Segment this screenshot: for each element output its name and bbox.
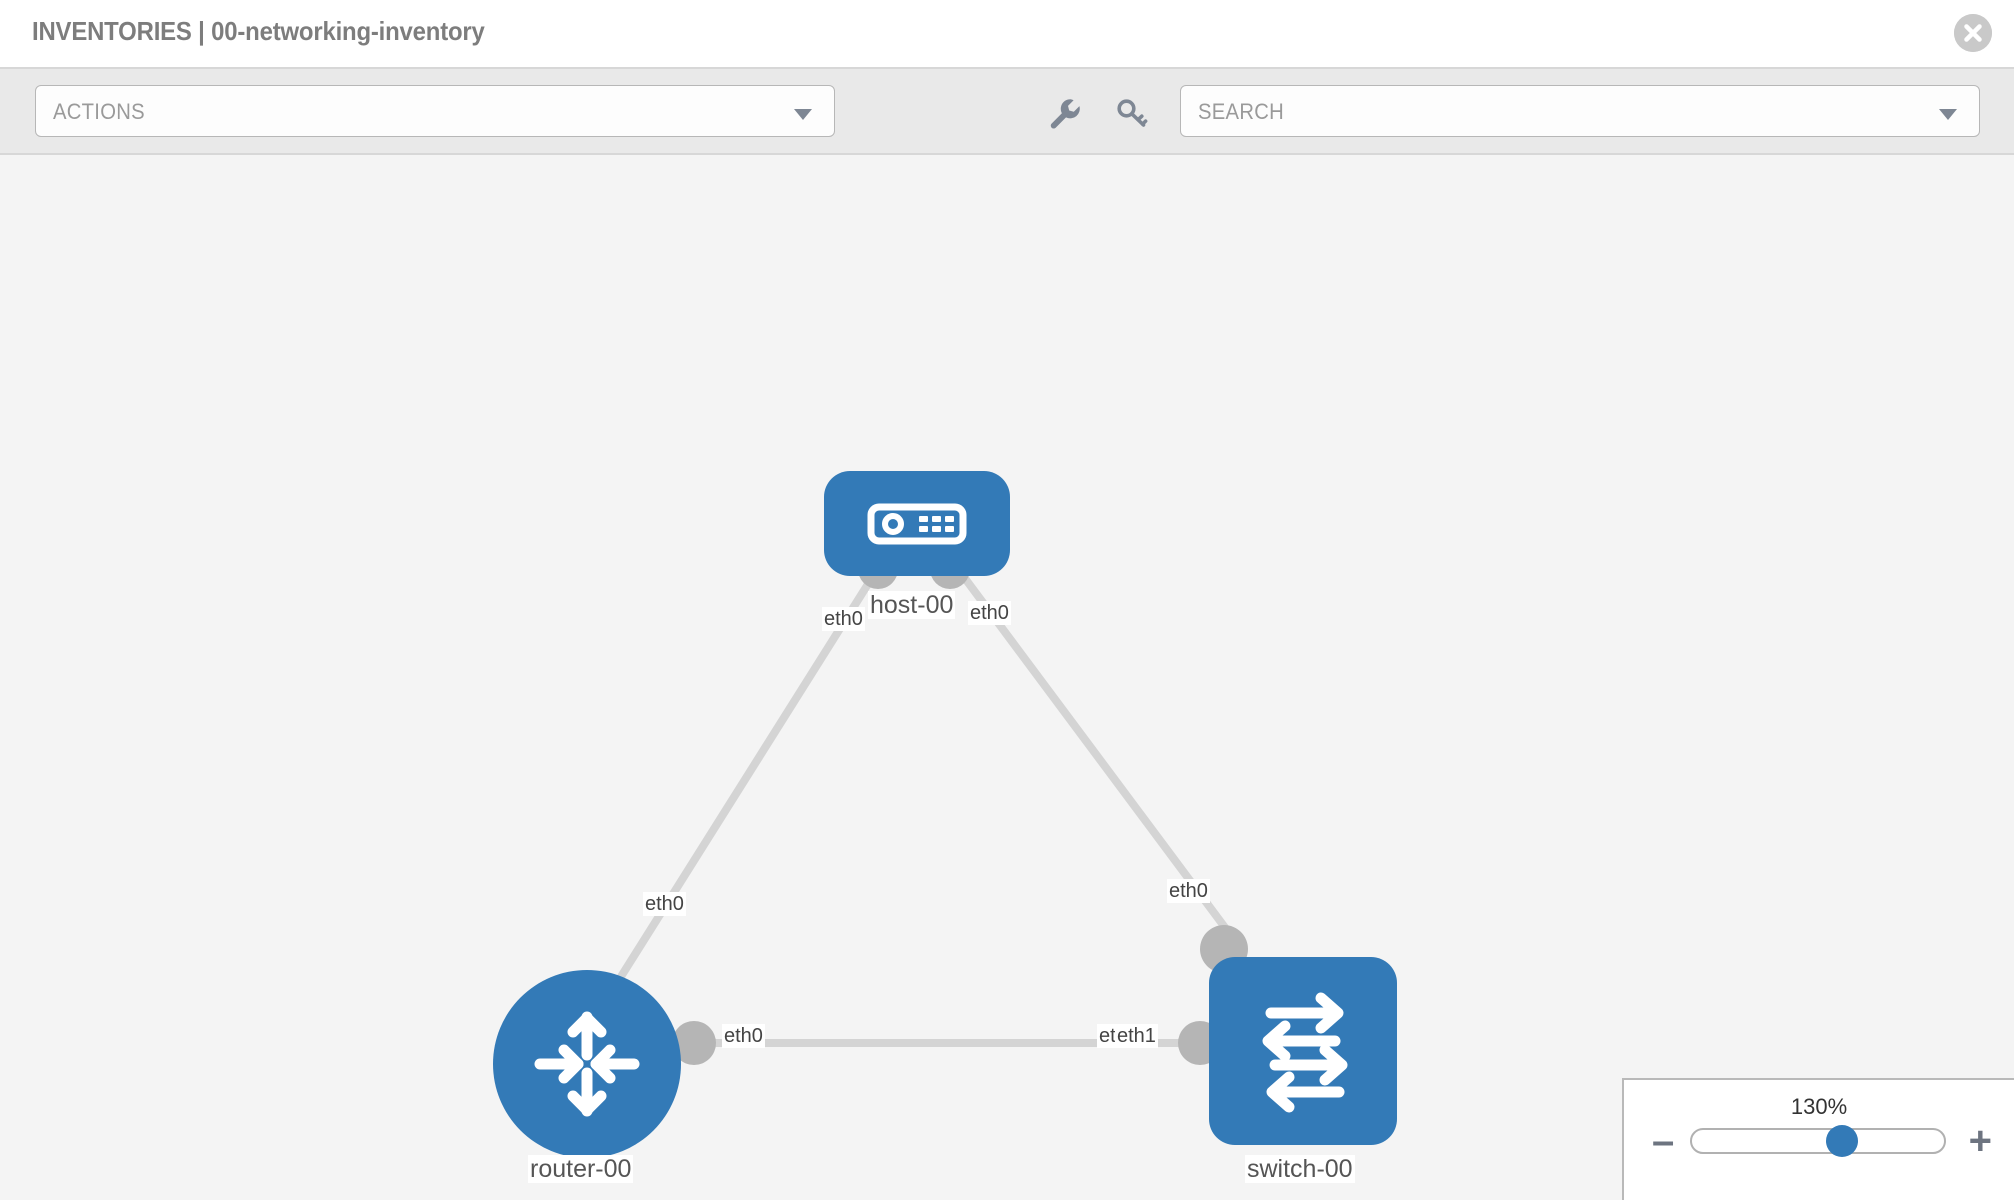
node-shape-switch[interactable]	[1209, 957, 1397, 1145]
edge-label-eth: eth1	[1115, 1024, 1158, 1048]
edge-label-eth: eth0	[822, 607, 865, 631]
node-shape-router[interactable]	[493, 970, 681, 1158]
node-label-router-00: router-00	[528, 1155, 634, 1183]
zoom-slider-thumb[interactable]	[1826, 1125, 1859, 1157]
page-title: INVENTORIES | 00-networking-inventory	[32, 16, 485, 46]
topology-canvas[interactable]: host-00 router-00	[0, 155, 2014, 1200]
chevron-down-icon	[794, 109, 812, 120]
node-shape-host[interactable]	[824, 471, 1010, 576]
zoom-in-button[interactable]: +	[1968, 1119, 1992, 1163]
edge-label-eth: eth0	[643, 892, 686, 916]
toolbar: ACTIONS SEARCH	[0, 69, 2014, 155]
key-icon[interactable]	[1114, 95, 1150, 131]
node-label-switch-00: switch-00	[1245, 1155, 1355, 1183]
wrench-icon[interactable]	[1046, 95, 1082, 131]
zoom-slider[interactable]	[1690, 1125, 1946, 1157]
search-input[interactable]: SEARCH	[1180, 85, 1980, 137]
switch-arrows-icon	[1262, 992, 1348, 1113]
zoom-level-label: 130%	[1790, 1094, 1848, 1119]
topology-links	[596, 562, 1242, 1047]
actions-dropdown-label: ACTIONS	[53, 99, 145, 124]
zoom-out-button[interactable]: –	[1652, 1119, 1675, 1163]
edge-label-eth: eth0	[722, 1024, 765, 1048]
close-icon[interactable]	[1954, 14, 1992, 52]
chevron-down-icon	[1939, 109, 1957, 120]
actions-dropdown[interactable]: ACTIONS	[35, 85, 835, 137]
search-placeholder: SEARCH	[1198, 99, 1285, 124]
node-label-host-00: host-00	[868, 591, 956, 619]
edge-label-eth: eth0	[1167, 879, 1210, 903]
page-header: INVENTORIES | 00-networking-inventory	[0, 0, 2014, 69]
server-icon	[867, 503, 967, 544]
zoom-control-panel: 130% – +	[1622, 1078, 2014, 1200]
router-arrows-icon	[534, 1011, 640, 1117]
edge-label-eth: eth0	[968, 601, 1011, 625]
